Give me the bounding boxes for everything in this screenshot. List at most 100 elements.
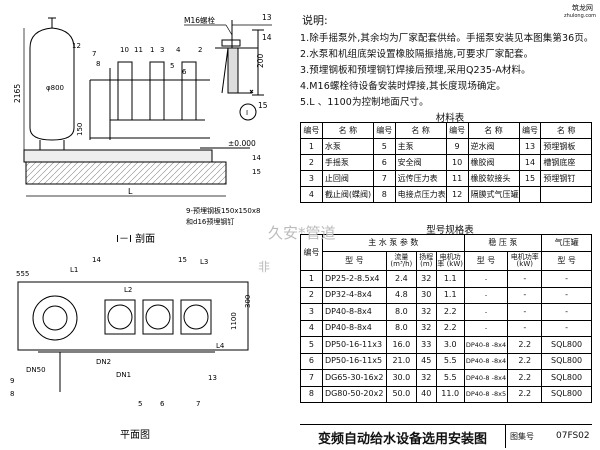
- materials-header-cell: 编号: [518, 122, 542, 139]
- materials-header-cell: 名 称: [394, 122, 447, 139]
- pressure-tank: [29, 17, 75, 150]
- spec-table: 编号 主 水 泵 参 数 稳 压 泵 气压罐 型 号 流量 (m³/h) 扬程 …: [300, 234, 592, 403]
- spec-cell: 30.0: [385, 369, 417, 387]
- dim-200: 200: [256, 53, 265, 68]
- callout-7: 7: [92, 50, 96, 58]
- materials-cell: 5: [372, 138, 396, 155]
- note-line-2: 2.水泵和机组底架设置橡胶隔振措施,可要求厂家配套。: [300, 49, 534, 60]
- spec-cell: 5: [300, 336, 323, 354]
- materials-cell: 电接点压力表: [394, 186, 447, 203]
- spec-cell: 33: [415, 336, 437, 354]
- spec-cell: 6: [300, 352, 323, 370]
- plan-13: 13: [208, 374, 217, 382]
- plan-300: 300: [244, 295, 252, 308]
- section-title: I－I 剖面: [116, 232, 155, 245]
- plan-7: 7: [196, 400, 200, 408]
- note-9b: 和d16预埋钢钉: [186, 217, 234, 226]
- materials-cell: 8: [372, 186, 396, 203]
- callout-2: 2: [198, 46, 202, 54]
- spec-cell: 2.4: [385, 270, 417, 288]
- installation-drawings: M16螺栓 13 14 200 15 I φ800 2165 150: [10, 13, 272, 441]
- spec-cell: 45: [415, 352, 437, 370]
- spec-cell: -: [507, 303, 543, 321]
- note-9: 9-预埋钢板150x150x8: [186, 206, 260, 215]
- spec-cell: 16.0: [385, 336, 417, 354]
- spec-cell: -: [507, 270, 543, 288]
- spec-cell: 2.2: [507, 352, 543, 370]
- spec-cell: SQL800: [541, 336, 592, 354]
- plan-15: 15: [178, 256, 187, 264]
- spec-cell: DP40-8-8x4: [321, 319, 387, 337]
- atlas-code: 07FS02: [556, 431, 590, 441]
- phi800-label: φ800: [46, 84, 64, 92]
- materials-cell: 9: [445, 138, 469, 155]
- materials-cell: 截止阀(蝶阀): [321, 186, 374, 203]
- dim-2165: 2165: [13, 84, 22, 103]
- brand-logo: 筑龙网 zhulong.com: [562, 3, 598, 23]
- spec-h-s-model: 型 号: [463, 251, 509, 271]
- spec-title: 型号规格表: [426, 225, 474, 236]
- materials-cell: 水泵: [321, 138, 374, 155]
- spec-cell: 2.2: [507, 369, 543, 387]
- spec-cell: 2.2: [507, 336, 543, 354]
- spec-cell: DG65-30-16x2: [321, 369, 387, 387]
- materials-cell: 6: [372, 154, 396, 171]
- note-line-5: 5.L 、1100为控制地面尺寸。: [300, 97, 429, 108]
- materials-header-cell: 编号: [372, 122, 396, 139]
- materials-cell: 4: [300, 186, 323, 203]
- plan-L4: L4: [216, 342, 225, 350]
- dim-L: L: [128, 187, 133, 196]
- materials-header: 编号名 称编号名 称编号名 称编号名 称: [300, 122, 592, 139]
- materials-cell: 主泵: [394, 138, 447, 155]
- plan-555: 555: [16, 270, 29, 278]
- plan-view: [17, 281, 249, 392]
- plan-L1: L1: [70, 266, 78, 274]
- spec-cell: 3.0: [435, 336, 465, 354]
- spec-cell: 1.1: [435, 270, 465, 288]
- dim-150: 150: [76, 123, 84, 136]
- spec-cell: -: [541, 270, 592, 288]
- plan-dn50: DN50: [26, 366, 46, 374]
- drawing-title: 变频自动给水设备选用安装图: [318, 432, 488, 447]
- brand-sub: zhulong.com: [564, 13, 597, 19]
- callouts-top: 7 8 12 5 6 10 11 1 3 4 2: [72, 42, 202, 76]
- callout-13: 13: [262, 13, 272, 22]
- spec-h-flow: 流量 (m³/h): [385, 251, 417, 271]
- spec-cell: -: [463, 319, 509, 337]
- spec-cell: SQL800: [541, 352, 592, 370]
- spec-cell: 1.1: [435, 286, 465, 304]
- spec-h-t-model: 型 号: [541, 251, 592, 271]
- materials-cell: 1: [300, 138, 323, 155]
- plan-9: 9: [10, 377, 14, 385]
- plan-5: 5: [138, 400, 142, 408]
- spec-cell: -: [507, 286, 543, 304]
- spec-cell: DP40-8-8x4: [321, 303, 387, 321]
- spec-cell: DP40-8 -8x4: [463, 369, 509, 387]
- spec-h-model: 型 号: [321, 251, 387, 271]
- spec-h-s-power: 电机功率 (kW): [507, 251, 543, 271]
- materials-cell: 3: [300, 170, 323, 187]
- spec-cell: DP40-8 -8x5: [463, 385, 509, 403]
- callout-15: 15: [258, 101, 268, 110]
- spec-cell: 7: [300, 369, 323, 387]
- spec-cell: 30: [415, 286, 437, 304]
- spec-cell: -: [463, 303, 509, 321]
- plan-dn2: DN2: [96, 358, 111, 366]
- spec-cell: SQL800: [541, 385, 592, 403]
- spec-cell: 4: [300, 319, 323, 337]
- materials-header-cell: 名 称: [467, 122, 520, 139]
- spec-h-head: 扬程 (m): [415, 251, 437, 271]
- callout-4: 4: [176, 46, 181, 54]
- spec-cell: -: [463, 270, 509, 288]
- spec-h-stab: 稳 压 泵: [463, 234, 543, 252]
- materials-cell: 预埋钢钉: [540, 170, 592, 187]
- detail-marker-I: I: [246, 109, 248, 117]
- materials-cell: 14: [518, 154, 542, 171]
